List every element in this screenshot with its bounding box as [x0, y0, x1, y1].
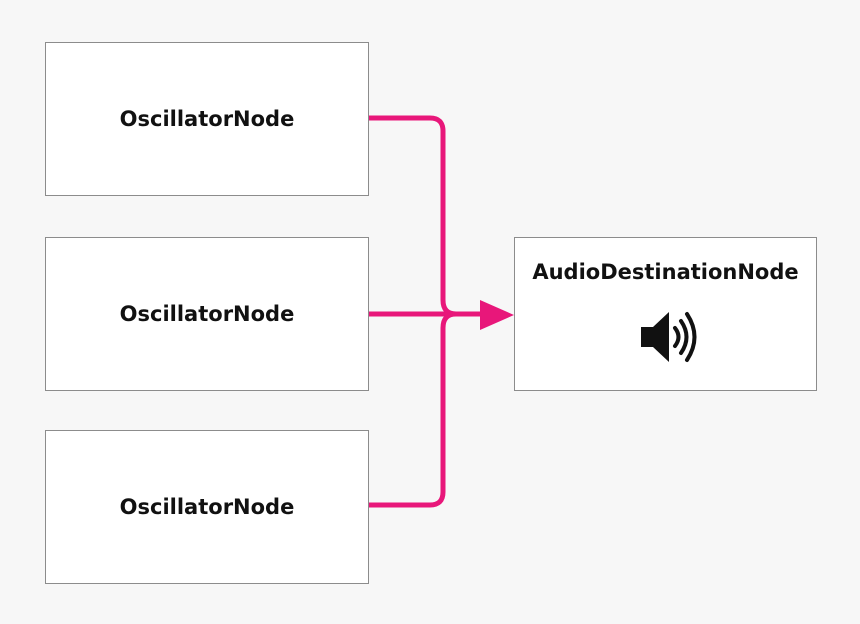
- connector-osc1-to-destination: [366, 115, 489, 317]
- oscillator-node-label: OscillatorNode: [119, 107, 295, 131]
- connector-osc3-to-destination: [366, 311, 489, 508]
- oscillator-node-2: OscillatorNode: [45, 237, 369, 391]
- oscillator-node-3: OscillatorNode: [45, 430, 369, 584]
- arrowhead: [480, 300, 514, 330]
- audio-destination-node-label: AudioDestinationNode: [532, 260, 799, 284]
- oscillator-node-1: OscillatorNode: [45, 42, 369, 196]
- oscillator-node-label: OscillatorNode: [119, 495, 295, 519]
- audio-destination-node: AudioDestinationNode: [514, 237, 817, 391]
- speaker-icon: [641, 312, 697, 362]
- oscillator-node-label: OscillatorNode: [119, 302, 295, 326]
